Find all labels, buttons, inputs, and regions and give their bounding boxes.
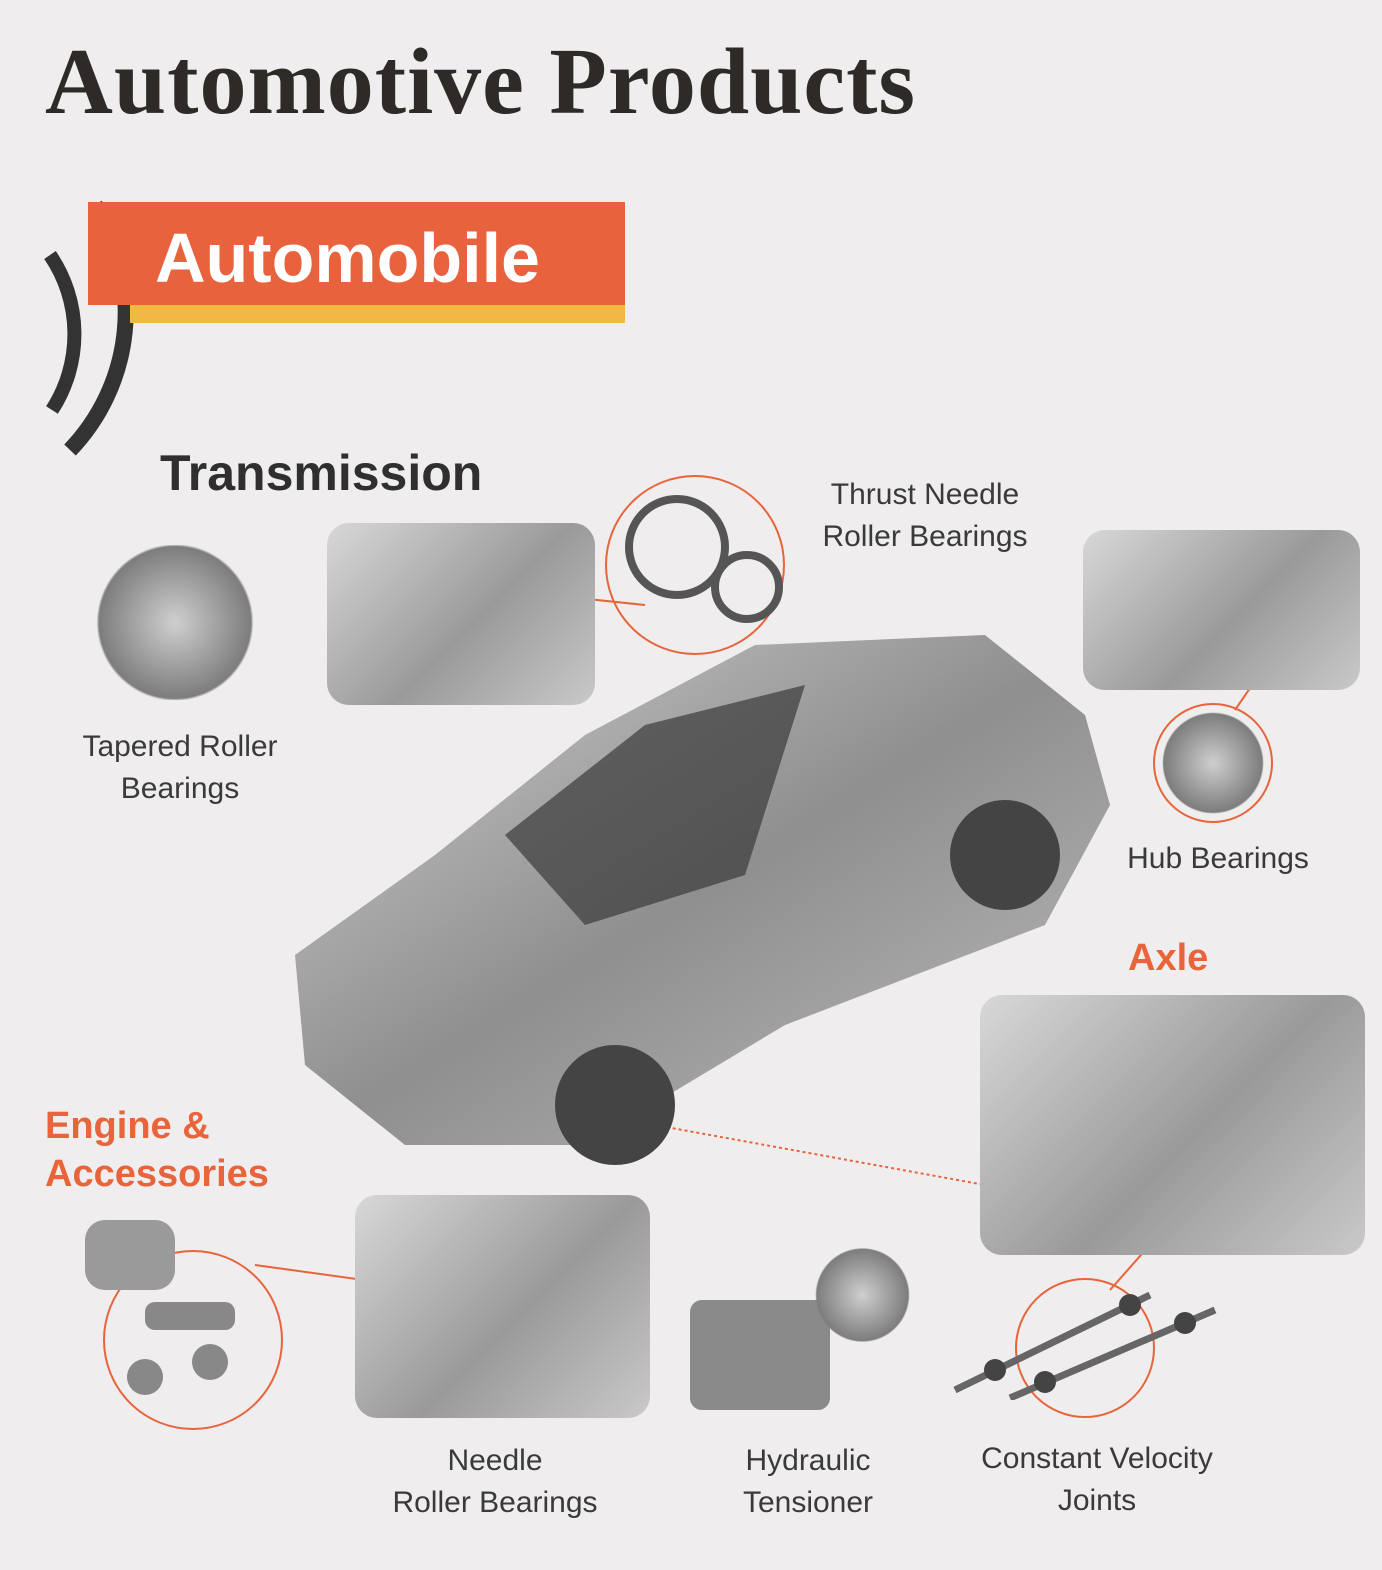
- section-axle: Axle: [1128, 937, 1209, 979]
- section-transmission: Transmission: [160, 445, 483, 501]
- page-title: Automotive Products: [45, 30, 917, 134]
- hub-bearing-circle: [1153, 703, 1273, 823]
- label-tapered-roller-bearings: Tapered Roller Bearings: [82, 730, 278, 805]
- label-needle-roller-bearings: Needle Roller Bearings: [392, 1444, 598, 1519]
- tensioner-pulley-image: [805, 1245, 920, 1345]
- cv-joint-shafts-image: [953, 1291, 1217, 1400]
- label-hub-bearings: Hub Bearings: [1127, 842, 1309, 875]
- transmission-photo: [327, 523, 595, 705]
- label-constant-velocity-joints: Constant Velocity Joints: [981, 1442, 1213, 1517]
- banner-background: [88, 202, 625, 305]
- car-cutaway-image: [295, 635, 1110, 1165]
- label-hydraulic-tensioner: Hydraulic Tensioner: [742, 1444, 874, 1519]
- cv-joint-circle: [1015, 1278, 1155, 1418]
- engine-photo: [355, 1195, 650, 1418]
- banner-stripe: [130, 305, 625, 323]
- section-engine-accessories: Engine & Accessories: [45, 1105, 269, 1195]
- rocker-arm-image: [85, 1220, 175, 1290]
- axle-photo: [980, 995, 1365, 1255]
- rocker-arm-circle: [103, 1250, 283, 1430]
- hub-photo: [1083, 530, 1360, 690]
- banner-title: Automobile: [155, 219, 540, 297]
- label-thrust-needle-roller-bearings: Thrust Needle Roller Bearings: [822, 478, 1028, 553]
- tapered-roller-bearing-image: [75, 545, 275, 700]
- thrust-bearing-circle: [605, 475, 785, 655]
